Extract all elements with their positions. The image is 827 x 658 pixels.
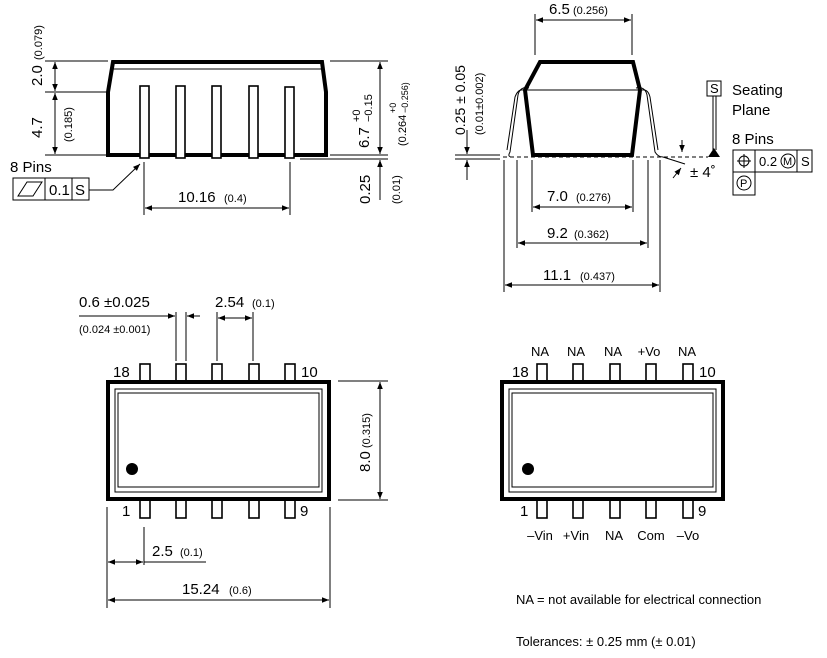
pin-label-10: 10 bbox=[301, 364, 318, 381]
datum-s-box bbox=[706, 80, 722, 97]
dim-15-24-in: (0.6) bbox=[229, 585, 252, 597]
dim-8-0-in: (0.315) bbox=[361, 413, 373, 448]
dim-4-7-in: (0.185) bbox=[63, 107, 75, 142]
pin-label-1: 1 bbox=[520, 503, 528, 520]
datum-triangle-icon bbox=[708, 148, 720, 157]
position-icon bbox=[737, 154, 751, 168]
dim-6-7-tol-minus: −0.15 bbox=[363, 94, 375, 122]
dim-9-2-in: (0.362) bbox=[574, 229, 609, 241]
pin-function-label: +Vo bbox=[638, 344, 661, 359]
dim-15-24: 15.24 bbox=[182, 581, 220, 598]
side-pins bbox=[139, 85, 295, 159]
pinout-pins bbox=[536, 363, 694, 519]
pin-function-label: –Vo bbox=[677, 528, 699, 543]
flatness-value: 0.1 bbox=[49, 182, 70, 199]
pin-label-9: 9 bbox=[698, 503, 706, 520]
pin-function-label: Com bbox=[637, 528, 664, 543]
dim-2-0-in: (0.079) bbox=[33, 25, 45, 60]
flatness-datum: S bbox=[75, 182, 85, 199]
dim-4-7: 4.7 bbox=[29, 117, 46, 138]
flatness-icon bbox=[17, 181, 43, 197]
dim-6-7-tol-plus: +0 bbox=[351, 109, 363, 122]
pin-function-label: NA bbox=[531, 344, 549, 359]
pin-label-1: 1 bbox=[122, 503, 130, 520]
flatness-pins-label: 8 Pins bbox=[10, 159, 52, 176]
position-modifier: M bbox=[783, 156, 792, 168]
dim-lead-thickness: 0.25 ± 0.05 bbox=[452, 65, 468, 135]
side-view: 2.0 (0.079) 4.7 (0.185) 6.7 +0 −0.15 (0.2… bbox=[10, 25, 410, 215]
dim-pitch-in: (0.1) bbox=[252, 298, 275, 310]
dim-angle: ± 4˚ bbox=[690, 164, 716, 181]
na-note: NA = not available for electrical connec… bbox=[516, 592, 761, 607]
pin-label-18: 18 bbox=[113, 364, 130, 381]
datum-s: S bbox=[710, 81, 719, 96]
pin-function-labels-top: NA NA NA +Vo NA bbox=[531, 344, 696, 359]
dim-6-7-in-plus: +0 bbox=[388, 103, 398, 113]
dim-10-16-in: (0.4) bbox=[224, 193, 247, 205]
pin-function-label: NA bbox=[567, 344, 585, 359]
dim-6-7-in-minus: −0.256) bbox=[400, 82, 410, 113]
pin-function-label: –Vin bbox=[527, 528, 553, 543]
pin-function-label: NA bbox=[605, 528, 623, 543]
dim-2-5: 2.5 bbox=[152, 543, 173, 560]
pin-function-label: NA bbox=[678, 344, 696, 359]
dim-8-0: 8.0 bbox=[357, 451, 374, 472]
pinout-body bbox=[500, 380, 725, 501]
dim-6-5: 6.5 bbox=[549, 1, 570, 18]
pin-function-label: NA bbox=[604, 344, 622, 359]
projected-symbol: P bbox=[740, 178, 747, 190]
pin-label-10: 10 bbox=[699, 364, 716, 381]
end-view: 0.25 ± 0.05 (0.01±0.002) 6.5 (0.256) 7.0… bbox=[452, 1, 813, 292]
dim-pin-width-in: (0.024 ±0.001) bbox=[79, 324, 150, 336]
pin-function-labels-bottom: –Vin +Vin NA Com –Vo bbox=[527, 528, 699, 543]
flatness-frame: 0.1 S bbox=[12, 163, 141, 201]
dim-pitch: 2.54 bbox=[215, 294, 244, 311]
top-pins bbox=[139, 363, 296, 519]
dim-10-16: 10.16 bbox=[178, 189, 216, 206]
dim-11-1-in: (0.437) bbox=[580, 271, 615, 283]
dim-0-25: 0.25 bbox=[357, 175, 374, 204]
seating-label-1: Seating bbox=[732, 82, 783, 99]
seating-label-2: Plane bbox=[732, 102, 770, 119]
pin1-marker-dot bbox=[126, 463, 138, 475]
pin-label-18: 18 bbox=[512, 364, 529, 381]
position-pins-label: 8 Pins bbox=[732, 131, 774, 148]
pin-function-label: +Vin bbox=[563, 528, 589, 543]
dim-7-0: 7.0 bbox=[547, 188, 568, 205]
dim-pin-width: 0.6 ±0.025 bbox=[79, 294, 150, 311]
dim-6-7-in: (0.264 bbox=[397, 115, 409, 146]
dim-2-5-in: (0.1) bbox=[180, 547, 203, 559]
position-datum: S bbox=[801, 154, 810, 169]
dim-7-0-in: (0.276) bbox=[576, 192, 611, 204]
dim-11-1: 11.1 bbox=[543, 267, 571, 284]
end-body-outline bbox=[522, 60, 643, 157]
top-view: 18 10 1 9 0.6 ±0.025 (0.024 ±0.001) 2.54… bbox=[79, 294, 388, 608]
pin-label-9: 9 bbox=[300, 503, 308, 520]
dim-6-5-in: (0.256) bbox=[573, 5, 608, 17]
dim-lead-thickness-in: (0.01±0.002) bbox=[474, 73, 486, 135]
pin1-marker-dot bbox=[522, 463, 534, 475]
dim-6-7: 6.7 bbox=[356, 127, 373, 148]
top-body bbox=[106, 380, 331, 501]
tolerances-note: Tolerances: ± 0.25 mm (± 0.01) bbox=[516, 634, 696, 649]
dim-9-2: 9.2 bbox=[547, 225, 568, 242]
position-frame: 0.2 M S P bbox=[732, 149, 813, 196]
position-value: 0.2 bbox=[759, 154, 777, 169]
dim-0-25-in: (0.01) bbox=[391, 175, 403, 204]
left-lead bbox=[508, 87, 530, 158]
right-lead bbox=[635, 87, 664, 158]
pinout-view: 18 10 1 9 NA NA NA +Vo NA –Vin +Vin NA C… bbox=[500, 344, 725, 543]
dim-2-0: 2.0 bbox=[29, 65, 46, 86]
